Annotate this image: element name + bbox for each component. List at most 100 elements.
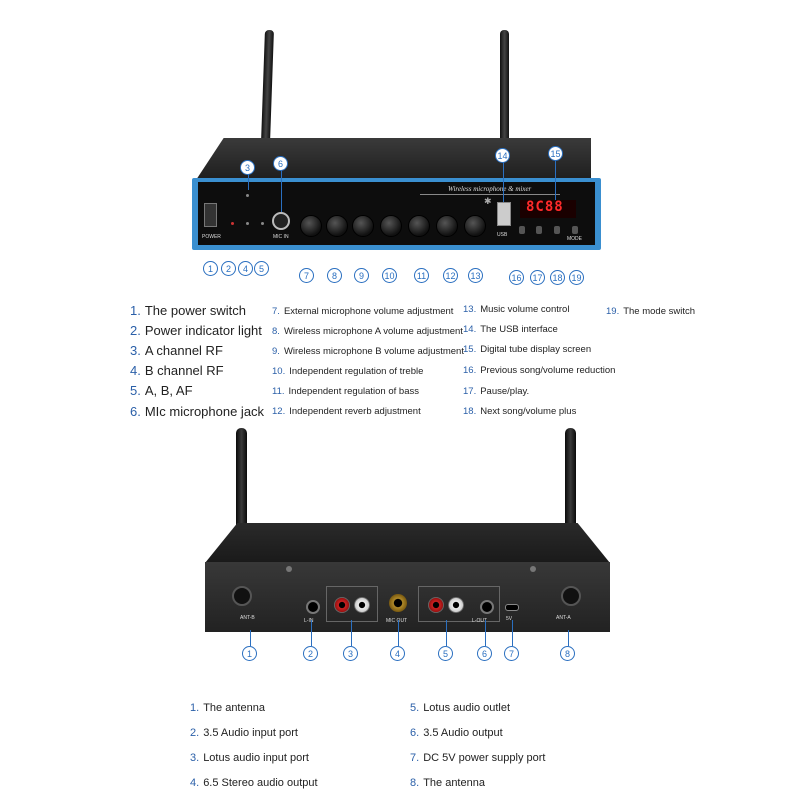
mode-button[interactable] <box>572 226 578 234</box>
next-button[interactable] <box>554 226 560 234</box>
prev-button[interactable] <box>519 226 525 234</box>
legend-item: 7.External microphone volume adjustment <box>272 306 454 317</box>
brand-text: Wireless microphone & mixer <box>448 185 532 193</box>
front-callout-12: 12 <box>443 268 458 283</box>
legend-item: 12.Independent reverb adjustment <box>272 406 421 417</box>
callout-leader <box>446 620 447 646</box>
legend-item: 2.3.5 Audio input port <box>190 727 298 739</box>
back-callout-7: 7 <box>504 646 519 661</box>
legend-item: 1.The antenna <box>190 702 265 714</box>
mic-b-volume-knob[interactable] <box>352 215 374 237</box>
mic-out-label: MIC OUT <box>386 618 408 624</box>
legend-item: 15.Digital tube display screen <box>463 344 592 355</box>
callout-leader <box>250 630 251 646</box>
legend-item: 9.Wireless microphone B volume adjustmen… <box>272 346 464 357</box>
display-text: 8C88 <box>526 199 564 215</box>
back-callout-1: 1 <box>242 646 257 661</box>
callout-leader <box>351 620 352 646</box>
legend-item: 1.The power switch <box>130 303 246 318</box>
digital-display <box>520 200 576 218</box>
back-callout-5: 5 <box>438 646 453 661</box>
legend-item: 7.DC 5V power supply port <box>410 752 546 764</box>
music-volume-knob[interactable] <box>464 215 486 237</box>
legend-item: 6.MIc microphone jack <box>130 404 265 419</box>
bluetooth-icon: ✱ <box>484 196 492 206</box>
front-callout-3: 3 <box>240 160 255 175</box>
callout-leader <box>485 620 486 646</box>
rca-output-red[interactable] <box>428 597 444 613</box>
rca-output-group <box>418 586 500 622</box>
callout-leader <box>281 168 282 212</box>
legend-item: 4.B channel RF <box>130 363 224 378</box>
front-antenna-right <box>500 30 509 142</box>
front-callout-8: 8 <box>327 268 342 283</box>
callout-leader <box>398 620 399 646</box>
line-in-jack[interactable] <box>306 600 320 614</box>
rca-input-group <box>326 586 378 622</box>
mic-in-jack[interactable] <box>272 212 290 230</box>
legend-item: 5.A, B, AF <box>130 383 193 398</box>
back-callout-6: 6 <box>477 646 492 661</box>
back-callout-3: 3 <box>343 646 358 661</box>
front-callout-4: 4 <box>238 261 253 276</box>
power-switch[interactable] <box>204 203 217 227</box>
legend-item: 8.The antenna <box>410 777 485 789</box>
b-channel-rf-light <box>246 222 249 225</box>
ant-a-connector[interactable] <box>561 586 581 606</box>
legend-item: 8.Wireless microphone A volume adjustmen… <box>272 326 463 337</box>
front-antenna-left <box>261 30 274 142</box>
front-callout-9: 9 <box>354 268 369 283</box>
callout-leader <box>512 620 513 646</box>
rca-input-red[interactable] <box>334 597 350 613</box>
front-callout-6: 6 <box>273 156 288 171</box>
callout-leader <box>248 172 249 190</box>
legend-item: 18.Next song/volume plus <box>463 406 577 417</box>
brand-underline <box>420 194 560 195</box>
front-callout-14: 14 <box>495 148 510 163</box>
dc-label: 5V <box>506 616 513 622</box>
front-callout-5: 5 <box>254 261 269 276</box>
legend-item: 10.Independent regulation of treble <box>272 366 424 377</box>
treble-knob[interactable] <box>380 215 402 237</box>
legend-item: 19.The mode switch <box>606 306 696 317</box>
screw <box>530 566 536 572</box>
ant-b-label: ANT-B <box>240 615 255 621</box>
power-label: POWER <box>202 234 221 240</box>
legend-item: 14.The USB interface <box>463 324 558 335</box>
legend-item: 5.Lotus audio outlet <box>410 702 511 714</box>
back-device-top <box>205 523 610 563</box>
play-pause-button[interactable] <box>536 226 542 234</box>
usb-port[interactable] <box>497 202 511 226</box>
callout-leader <box>555 160 556 200</box>
legend-item: 13.Music volume control <box>463 304 570 315</box>
front-callout-11: 11 <box>414 268 429 283</box>
usb-label: USB <box>497 232 508 238</box>
ant-b-connector[interactable] <box>232 586 252 606</box>
bass-knob[interactable] <box>408 215 430 237</box>
mic-a-volume-knob[interactable] <box>326 215 348 237</box>
line-out-jack[interactable] <box>480 600 494 614</box>
callout-leader <box>503 160 504 202</box>
callout-leader <box>311 620 312 646</box>
legend-item: 16.Previous song/volume reduction <box>463 365 616 376</box>
ext-mic-volume-knob[interactable] <box>300 215 322 237</box>
rca-output-white[interactable] <box>448 597 464 613</box>
rca-input-white[interactable] <box>354 597 370 613</box>
legend-item: 11.Independent regulation of bass <box>272 386 419 397</box>
back-callout-2: 2 <box>303 646 318 661</box>
dc-power-port[interactable] <box>505 604 519 611</box>
callout-leader <box>568 630 569 646</box>
legend-item: 6.3.5 Audio output <box>410 727 503 739</box>
mic-out-jack[interactable] <box>389 594 407 612</box>
mode-label: MODE <box>567 236 582 242</box>
screw <box>286 566 292 572</box>
front-callout-16: 16 <box>509 270 524 285</box>
front-callout-10: 10 <box>382 268 397 283</box>
front-callout-19: 19 <box>569 270 584 285</box>
front-callout-7: 7 <box>299 268 314 283</box>
front-callout-1: 1 <box>203 261 218 276</box>
a-channel-rf-light <box>246 194 249 197</box>
reverb-knob[interactable] <box>436 215 458 237</box>
legend-item: 17.Pause/play. <box>463 386 530 397</box>
front-callout-15: 15 <box>548 146 563 161</box>
